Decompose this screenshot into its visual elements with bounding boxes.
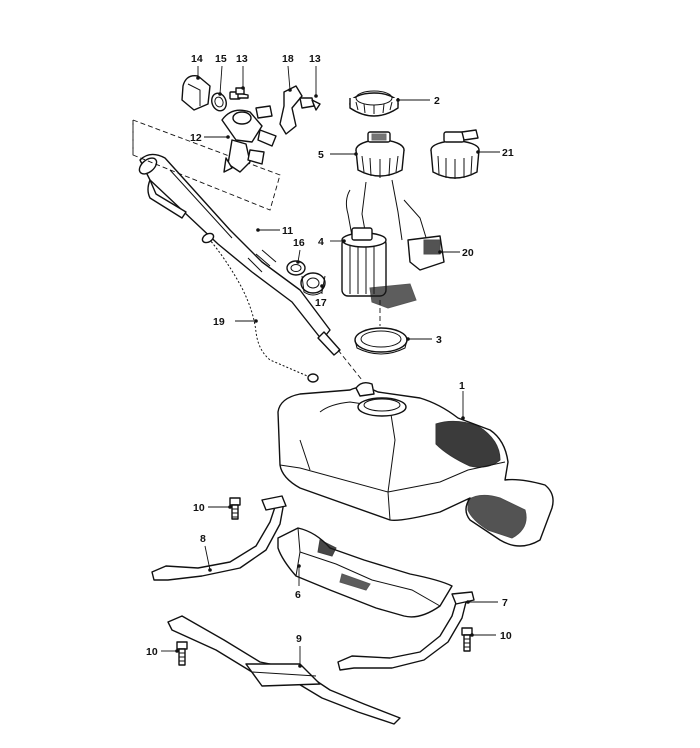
pump-flange [355, 131, 405, 178]
callout-10-bottom-left: 10 [146, 646, 158, 658]
seal-rings [286, 260, 326, 296]
callout-13-right: 13 [309, 53, 321, 65]
callout-11: 11 [282, 225, 293, 237]
callout-1: 1 [459, 380, 465, 392]
valve-bracket-assembly [132, 105, 281, 211]
vent-hose [201, 232, 319, 383]
callout-4: 4 [318, 236, 324, 248]
callout-7: 7 [502, 597, 508, 609]
leader-dots [175, 76, 480, 668]
callout-9: 9 [296, 633, 302, 645]
callout-leaders [161, 65, 500, 666]
bolt-bottom-right [461, 627, 473, 652]
tank-strap-left [151, 495, 287, 581]
callout-5: 5 [318, 149, 324, 161]
screw-valve [235, 87, 245, 95]
filler-neck [138, 153, 341, 356]
callout-19: 19 [213, 316, 225, 328]
level-sender [430, 129, 480, 179]
tank-cap [181, 75, 249, 112]
lock-ring [349, 90, 399, 117]
fuel-tank [277, 381, 554, 547]
callout-13-left: 13 [236, 53, 248, 65]
callout-10-bottom-right: 10 [500, 630, 512, 642]
callout-21: 21 [502, 147, 514, 159]
callout-16: 16 [293, 237, 305, 249]
flange-gasket [354, 327, 408, 355]
callout-18: 18 [282, 53, 294, 65]
callout-17: 17 [315, 297, 327, 309]
callout-3: 3 [436, 334, 442, 346]
callout-2: 2 [434, 95, 440, 107]
callout-8: 8 [200, 533, 206, 545]
cross-strap [167, 615, 401, 725]
bolt-top-left [229, 497, 241, 520]
bolt-bottom-left [176, 641, 188, 666]
callout-10-top: 10 [193, 502, 205, 514]
callout-14: 14 [191, 53, 203, 65]
support-bracket [279, 85, 321, 135]
callout-6: 6 [295, 589, 301, 601]
callout-20: 20 [462, 247, 474, 259]
callout-labels: 1 2 3 4 5 6 7 8 9 10 10 10 11 12 13 13 1… [146, 53, 514, 658]
heat-shield [277, 527, 453, 618]
pump-assembly [341, 179, 445, 309]
callout-12: 12 [190, 132, 202, 144]
callout-15: 15 [215, 53, 227, 65]
